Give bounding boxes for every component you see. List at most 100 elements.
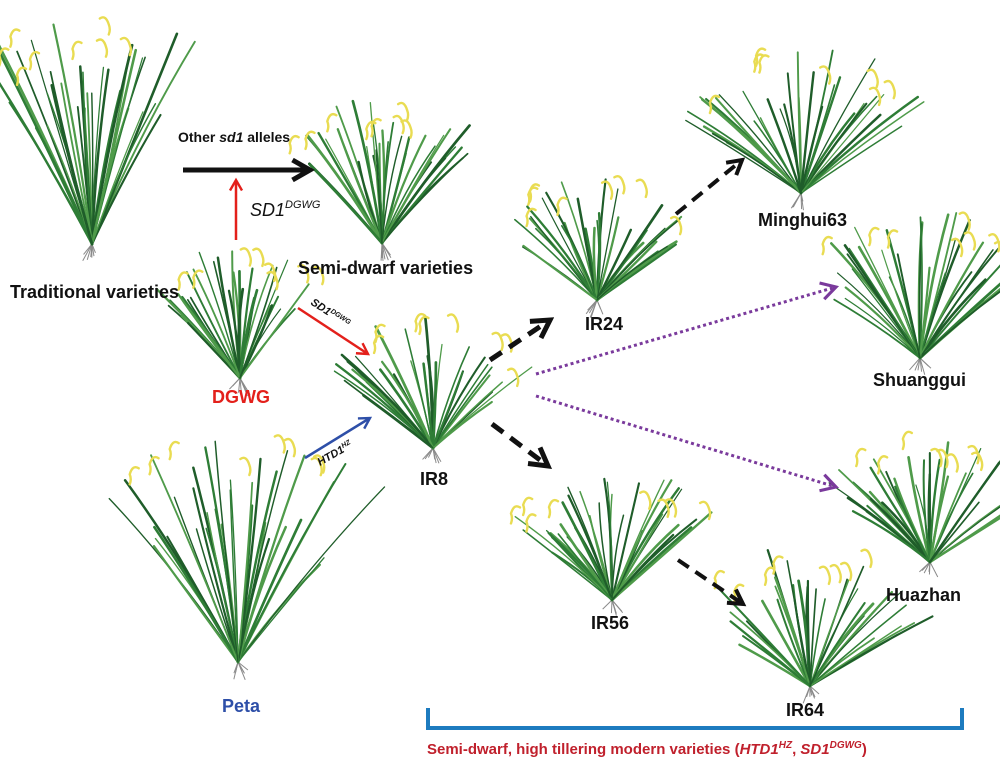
rice-plant-minghui63 bbox=[685, 47, 925, 211]
leaf bbox=[237, 481, 254, 663]
arrow-ir56-to-ir64 bbox=[676, 558, 747, 607]
panicle bbox=[239, 456, 252, 477]
leaf bbox=[567, 494, 614, 602]
panicle bbox=[500, 333, 514, 353]
leaf bbox=[381, 135, 403, 244]
panicle bbox=[635, 178, 649, 199]
panicle bbox=[414, 312, 426, 333]
panicle bbox=[509, 505, 522, 525]
root bbox=[239, 377, 249, 394]
leaf bbox=[239, 296, 256, 379]
panicle bbox=[839, 561, 853, 582]
leaf bbox=[809, 588, 817, 687]
leaf bbox=[922, 459, 932, 564]
leaf bbox=[929, 504, 1000, 563]
panicle bbox=[868, 226, 880, 247]
panicle bbox=[446, 313, 460, 333]
root bbox=[929, 561, 939, 578]
panicle bbox=[669, 215, 683, 236]
leaf bbox=[237, 450, 289, 663]
plants-layer bbox=[0, 16, 1000, 704]
root bbox=[602, 599, 613, 610]
leaf bbox=[153, 525, 240, 664]
root bbox=[928, 561, 931, 575]
leaf bbox=[610, 523, 680, 602]
leaf bbox=[729, 620, 812, 688]
panicle bbox=[963, 231, 977, 251]
label-huazhan: Huazhan bbox=[886, 585, 961, 605]
leaf bbox=[800, 58, 876, 194]
leaf bbox=[432, 366, 533, 449]
leaf bbox=[793, 598, 812, 688]
leaf bbox=[195, 528, 239, 663]
leaf bbox=[928, 514, 1000, 564]
leaf bbox=[919, 264, 1000, 359]
arrow-ir24-to-minghui63 bbox=[674, 157, 746, 216]
panicle bbox=[365, 120, 377, 141]
leaf bbox=[90, 43, 134, 246]
leaf bbox=[90, 32, 179, 246]
arrow-ir8-to-ir56 bbox=[490, 422, 553, 470]
panicle bbox=[868, 86, 882, 107]
panicle bbox=[326, 112, 338, 133]
leaf bbox=[595, 243, 677, 302]
leaf bbox=[610, 482, 641, 602]
panicle bbox=[860, 548, 873, 569]
leaf bbox=[809, 604, 907, 687]
panicle bbox=[883, 79, 896, 100]
panicle bbox=[263, 262, 277, 282]
panicle bbox=[876, 455, 889, 475]
leaf bbox=[881, 249, 921, 359]
panicle bbox=[818, 565, 832, 586]
leaf bbox=[809, 565, 865, 687]
leaf bbox=[742, 90, 802, 194]
panicle bbox=[273, 434, 286, 454]
leaf bbox=[237, 287, 245, 380]
panicle bbox=[266, 270, 279, 291]
leaf bbox=[308, 163, 384, 245]
leaf bbox=[595, 204, 664, 302]
rice-plant-huazhan bbox=[828, 430, 1000, 578]
leaf bbox=[229, 479, 239, 663]
panicle bbox=[9, 28, 21, 48]
leaf bbox=[52, 23, 94, 246]
leaf bbox=[381, 134, 445, 244]
panicle bbox=[967, 444, 980, 465]
panicle bbox=[886, 229, 899, 249]
leaf bbox=[851, 510, 932, 564]
leaf bbox=[351, 99, 384, 245]
panicle bbox=[312, 265, 325, 286]
leaf bbox=[907, 456, 932, 564]
leaf bbox=[431, 361, 438, 450]
panicle bbox=[819, 65, 832, 85]
root bbox=[792, 192, 802, 208]
rice-plant-semidwarf bbox=[288, 99, 471, 261]
leaf bbox=[800, 93, 885, 194]
leaf bbox=[610, 479, 673, 602]
leaf bbox=[596, 245, 668, 301]
root bbox=[596, 299, 604, 315]
leaf bbox=[919, 272, 947, 359]
leaf bbox=[91, 56, 146, 245]
leaf bbox=[783, 103, 803, 195]
leaf bbox=[90, 48, 138, 246]
leaf bbox=[799, 95, 920, 195]
leaf bbox=[380, 134, 427, 245]
panicle bbox=[313, 454, 326, 474]
leaf bbox=[354, 355, 434, 449]
leaf bbox=[192, 487, 240, 664]
leaf bbox=[236, 525, 287, 664]
panicle bbox=[400, 119, 413, 139]
rice-plant-dgwg bbox=[155, 247, 325, 397]
leaf bbox=[561, 225, 598, 301]
leaf bbox=[869, 497, 932, 564]
leaf bbox=[809, 590, 903, 687]
panicle bbox=[958, 211, 971, 231]
panicle bbox=[763, 566, 776, 586]
panicle bbox=[239, 247, 253, 267]
leaf bbox=[236, 457, 262, 664]
panicle bbox=[993, 240, 1000, 245]
sd1-dgwg-vertical-label: SD1DGWG bbox=[250, 199, 321, 220]
leaf bbox=[381, 157, 447, 244]
